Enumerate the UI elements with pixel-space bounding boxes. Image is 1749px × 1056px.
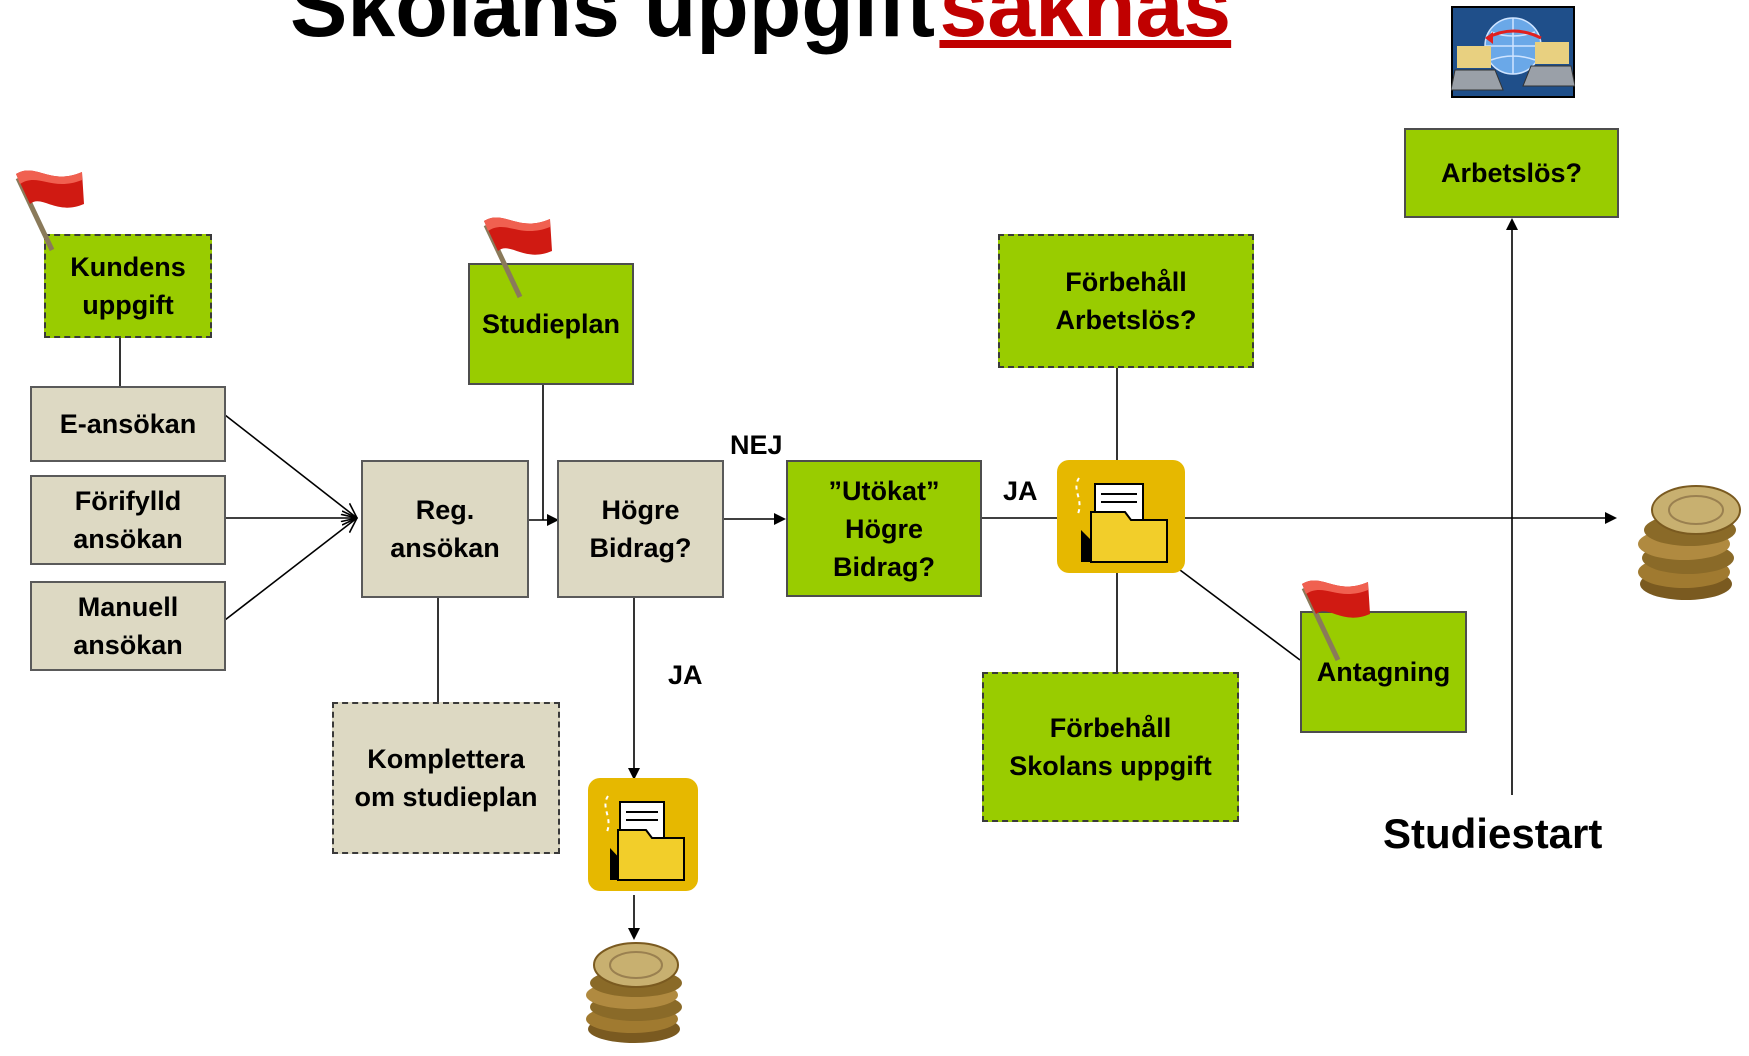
forifylld-ansokan-box: Förifylld ansökan: [30, 475, 226, 565]
forbehall-arbetslos-box: Förbehåll Arbetslös?: [998, 234, 1254, 368]
page-title: Skolans uppgift saknas: [290, 0, 1231, 57]
flag-icon: [15, 170, 84, 252]
antagning-box: Antagning: [1300, 611, 1467, 733]
studiestart-label: Studiestart: [1383, 810, 1603, 857]
flag-icon: [1301, 580, 1370, 662]
hogre-bidrag-box: Högre Bidrag?: [557, 460, 724, 598]
flag-icon: [483, 217, 552, 299]
manuell-ansokan-box: Manuell ansökan: [30, 581, 226, 671]
connector-e-ansokan-reg: [224, 414, 357, 518]
network-computers-icon: [1451, 6, 1575, 98]
coins-icon: [586, 942, 682, 1043]
title-text: Skolans uppgift: [290, 0, 935, 55]
forbehall-skolans-box: Förbehåll Skolans uppgift: [982, 672, 1239, 822]
coins-icon: [1638, 485, 1741, 600]
folder-icon: [588, 778, 698, 891]
edge-label-nej: NEJ: [730, 430, 783, 460]
connector-manuell-reg: [224, 518, 357, 621]
komplettera-box: Komplettera om studieplan: [332, 702, 560, 854]
reg-ansokan-box: Reg. ansökan: [361, 460, 529, 598]
utokat-hogre-bidrag-box: ”Utökat” Högre Bidrag?: [786, 460, 982, 597]
kundens-uppgift-box: Kundens uppgift: [44, 234, 212, 338]
edge-label-ja-right: JA: [1003, 476, 1038, 506]
title-emphasis: saknas: [939, 0, 1232, 55]
folder-icon: [1057, 460, 1185, 573]
connector-folder-antagning: [1179, 569, 1301, 661]
arbetslos-box: Arbetslös?: [1404, 128, 1619, 218]
edge-label-ja-down: JA: [668, 660, 703, 690]
e-ansokan-box: E-ansökan: [30, 386, 226, 462]
studieplan-box: Studieplan: [468, 263, 634, 385]
